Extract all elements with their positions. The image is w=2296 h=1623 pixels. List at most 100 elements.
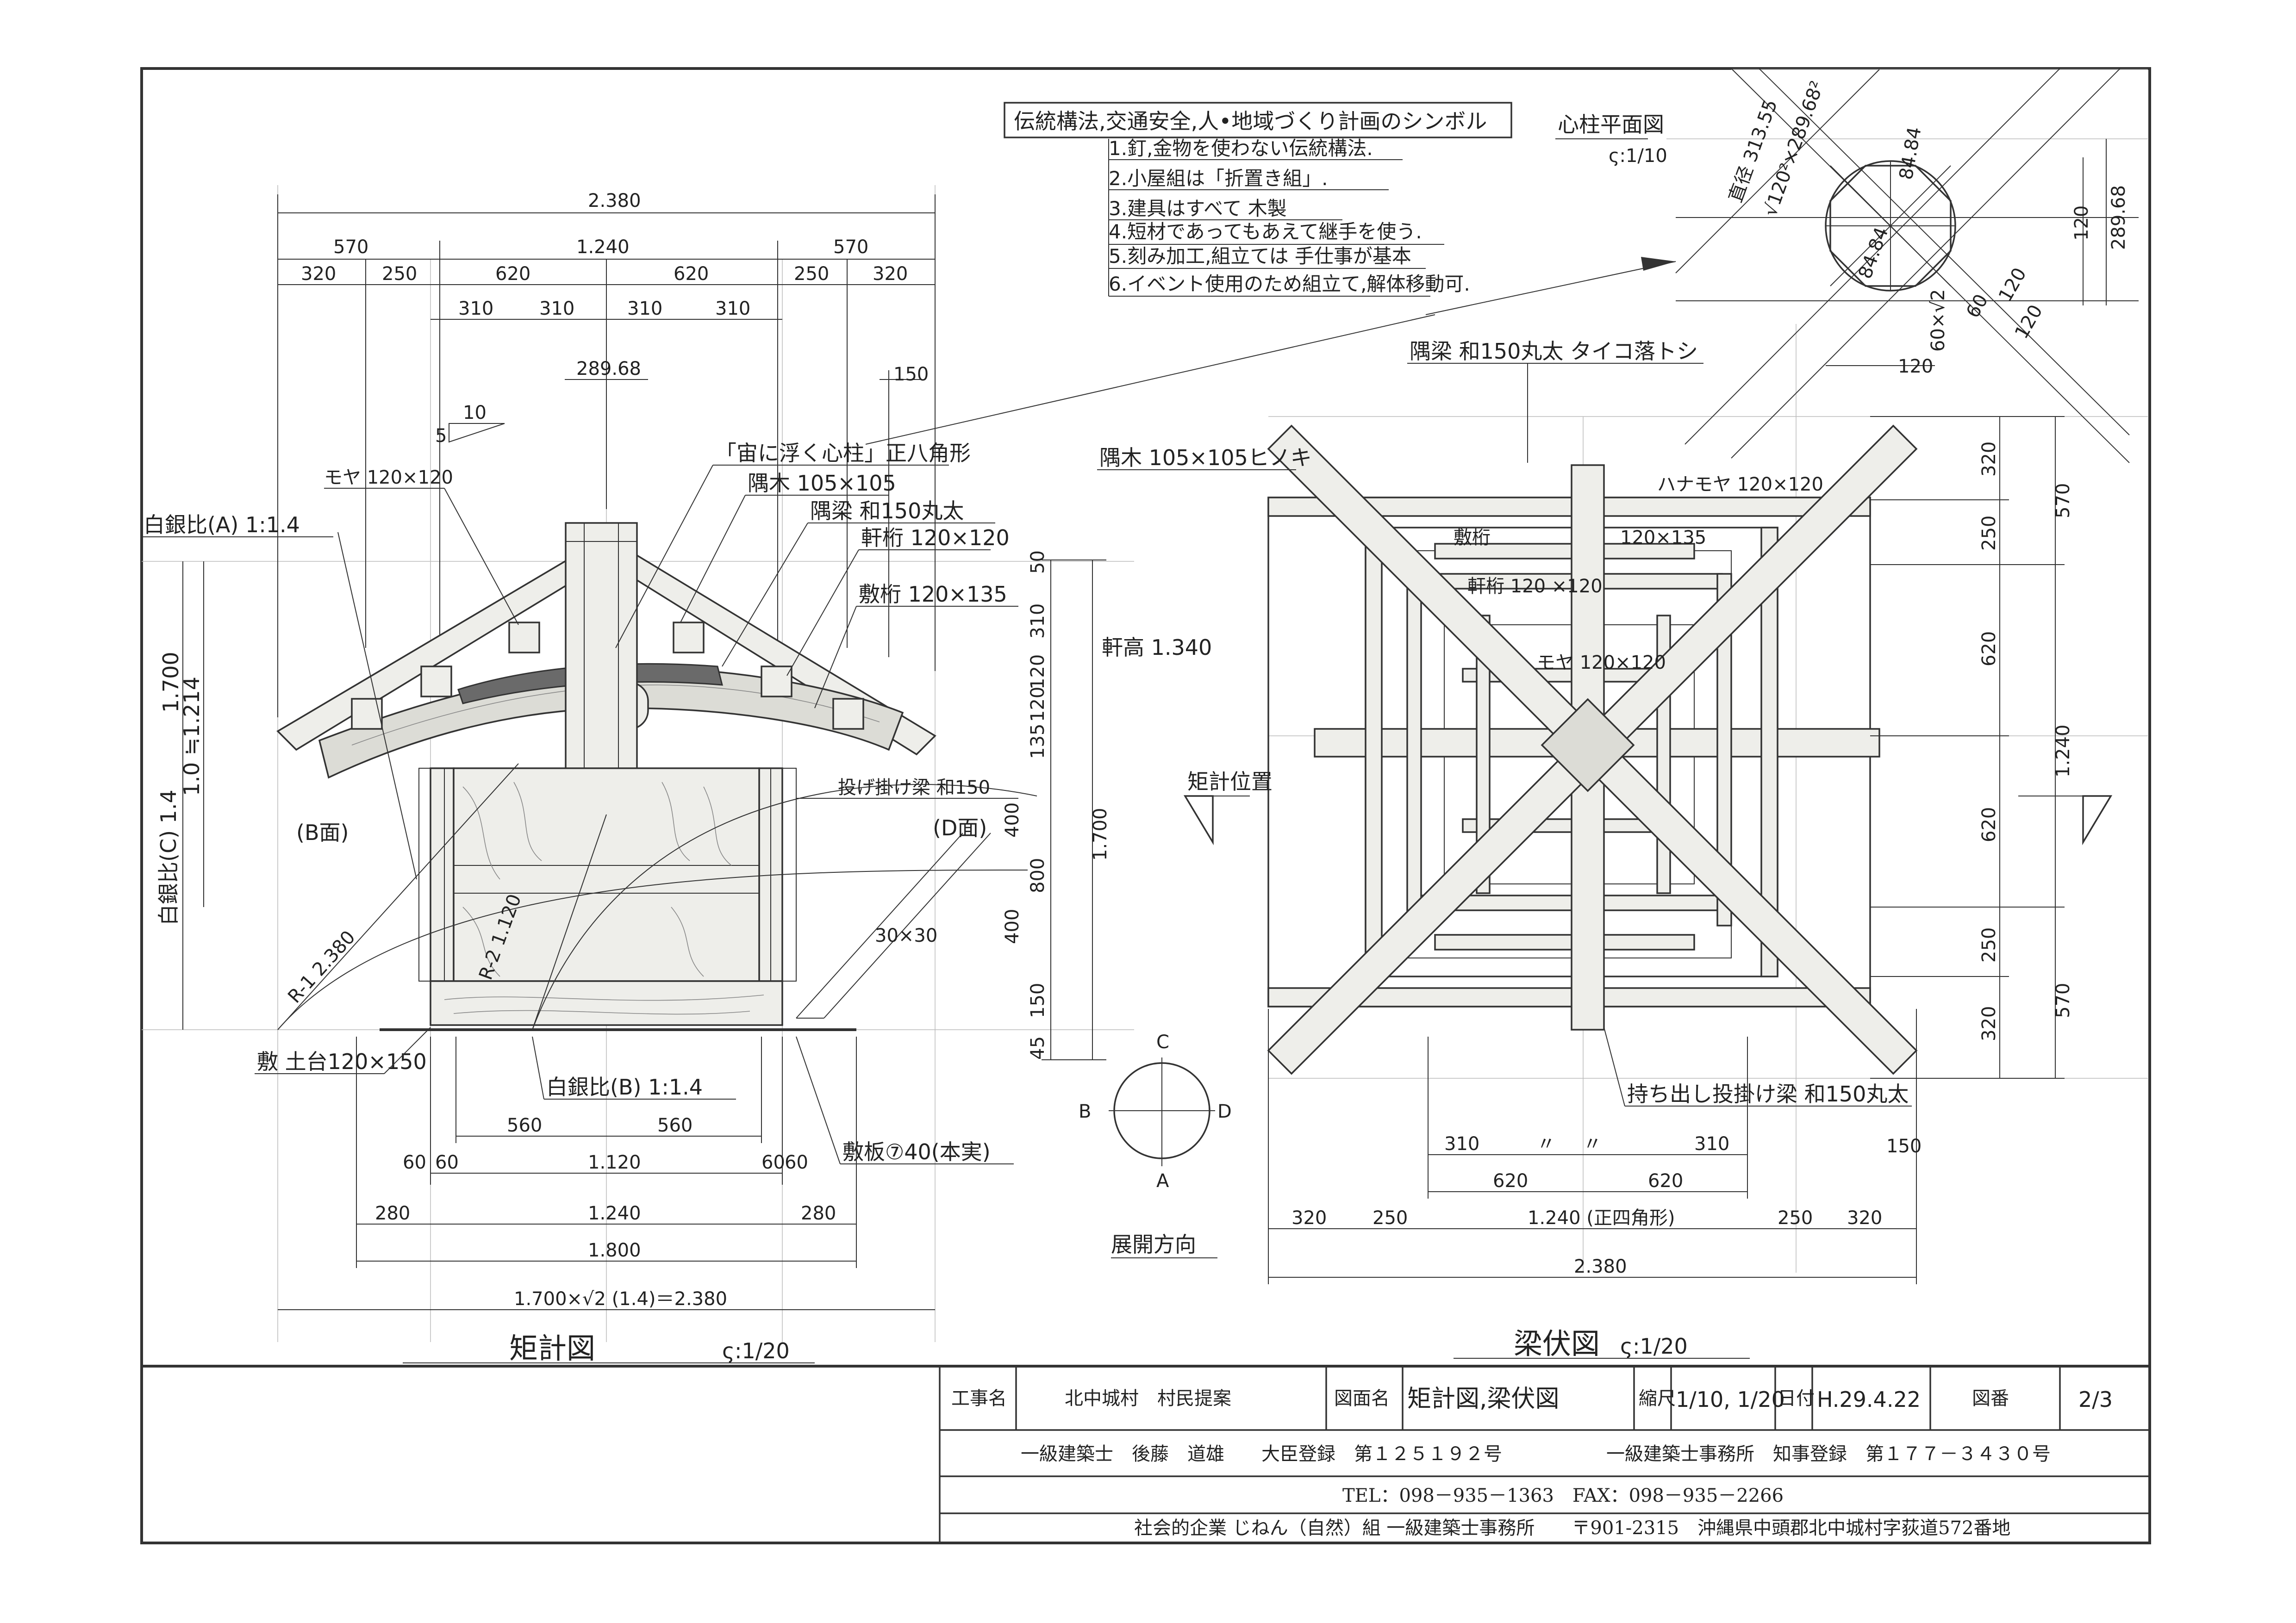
wall-infill [453, 767, 760, 982]
ratio-c: 白銀比(C) 1.4 [156, 790, 181, 926]
radius-arc-r1 [277, 870, 1028, 1030]
sec-bdim-60c: 60 [761, 1152, 785, 1173]
sec-dim-150: 150 [893, 364, 929, 385]
lbl-nokigeta: 軒桁 120×120 [861, 525, 1010, 550]
sec-rdim-400b: 400 [1002, 909, 1023, 944]
note-4: 4.短材であってもあえて継手を使う. [1109, 220, 1422, 243]
sec-bdim-280a: 280 [375, 1203, 410, 1224]
ratio-c-calc: 1.0 ≒1.214 [179, 677, 204, 796]
lbl-kanabakari: 矩計位置 [1187, 769, 1273, 794]
column-plan-d1: 84.84 [1896, 125, 1926, 181]
wall-left-post [430, 767, 455, 982]
sec-bdim-60d: 60 [785, 1152, 808, 1173]
plan-lbl-shikigeta: 敷桁 [1454, 527, 1491, 548]
orientation-b: B [1079, 1101, 1091, 1122]
shikigeta-bottom [1434, 934, 1695, 951]
plan-bdim-620a: 620 [1493, 1170, 1528, 1192]
tb-sheet-label: 図番 [1972, 1388, 2009, 1409]
column-plan-d2: 84.84 [1854, 224, 1892, 281]
plan-bdim-1240: 1.240 (正四角形) [1528, 1207, 1675, 1229]
sec-rdim-120a: 120 [1027, 654, 1048, 690]
sec-rdim-150: 150 [1027, 983, 1048, 1018]
sec-rdim-50: 50 [1027, 550, 1048, 574]
sec-dim-310c: 310 [627, 298, 662, 319]
sec-dim-320a: 320 [301, 263, 336, 285]
plan-rdim-320a: 320 [1978, 442, 2000, 477]
tb-drawing-label: 図面名 [1334, 1388, 1390, 1409]
lbl-nageire: 投げ掛け梁 和150 [838, 777, 990, 798]
plan-bdim-310b: 310 [1694, 1133, 1729, 1155]
note-3: 3.建具はすべて 木製 [1109, 197, 1287, 220]
lbl-shikigeta: 敷桁 120×135 [859, 582, 1007, 607]
column-plan-120a: 120 [2071, 205, 2092, 241]
plan-bdim-ditto-a: 〃 [1537, 1133, 1555, 1155]
plan-lbl-sumigi: 隅木 105×105ヒノキ [1099, 445, 1312, 470]
plan-lbl-nokigeta: 軒桁 120 ×120 [1467, 576, 1603, 597]
v-post-l2 [1406, 573, 1422, 927]
plan-rdim-1240: 1.240 [2053, 724, 2074, 777]
plan-lbl-moya: モヤ 120×120 [1537, 652, 1666, 673]
plan-bdim-310a: 310 [1444, 1133, 1479, 1155]
plan-bdim-250b: 250 [1778, 1207, 1813, 1229]
column-plan-60r2: 60×√2 [1928, 289, 1949, 352]
plan-rdim-570b: 570 [2053, 983, 2074, 1018]
lbl-shikiita: 敷板⑦40(本実) [842, 1139, 991, 1164]
plan-hub [1541, 698, 1635, 792]
lbl-r1: R-1 2.380 [284, 927, 360, 1007]
sec-bdim-1120: 1.120 [588, 1152, 641, 1173]
height-1700: 1.700 [158, 652, 183, 713]
nokigeta-right [761, 665, 792, 697]
sec-bdim-formula: 1.700×√2 (1.4)＝2.380 [514, 1288, 727, 1310]
tb-project: 北中城村 村民提案 [1065, 1388, 1231, 1409]
lbl-nokidaka: 軒高 1.340 [1102, 635, 1212, 660]
slope-5: 5 [435, 425, 447, 447]
note-1: 1.釘,金物を使わない伝統構法. [1109, 137, 1373, 160]
column-plan-120d: 120 [2011, 301, 2047, 342]
column-cap [565, 522, 637, 542]
sec-rdim-45: 45 [1027, 1036, 1048, 1060]
plan-title: 梁伏図 [1514, 1327, 1600, 1361]
sec-rdim-400a: 400 [1002, 802, 1023, 838]
plan-bdim-250a: 250 [1373, 1207, 1408, 1229]
left-jamb [418, 768, 431, 982]
note-2: 2.小屋組は「折置き組」. [1109, 167, 1328, 190]
section-view: 2.380 570 1.240 570 320 250 620 620 250 … [142, 190, 1212, 1365]
orientation-c: C [1156, 1032, 1169, 1053]
sec-rdim-800: 800 [1027, 858, 1048, 893]
v-post-l1 [1365, 527, 1383, 977]
tb-scale: 1/10, 1/20 [1676, 1387, 1785, 1412]
orientation-title: 展開方向 [1111, 1232, 1196, 1257]
nokigeta-top [1416, 573, 1723, 590]
plan-lbl-hanamoya: ハナモヤ 120×120 [1657, 474, 1823, 495]
tb-date: H.29.4.22 [1817, 1387, 1921, 1412]
tb-project-label: 工事名 [951, 1388, 1007, 1409]
sec-dim-1240: 1.240 [576, 236, 630, 258]
slope-triangle [449, 423, 505, 443]
sec-dim-620b: 620 [674, 263, 709, 285]
sec-bdim-560a: 560 [507, 1115, 542, 1136]
sec-bdim-280b: 280 [801, 1203, 836, 1224]
note-6: 6.イベント使用のため組立て,解体移動可. [1109, 273, 1470, 295]
lbl-moya: モヤ 120×120 [324, 467, 453, 488]
tb-tel: TEL：098－935－1363 FAX：098－935－2266 [1342, 1485, 1784, 1506]
plan-view: 矩計位置 隅梁 和150丸太 タイコ落トシ 隅木 105×105ヒノキ ハナモヤ… [1097, 339, 2113, 1361]
lbl-face-d: (D面) [933, 815, 987, 840]
plan-bdim-620b: 620 [1648, 1170, 1683, 1192]
plan-lbl-mochidashi: 持ち出し投掛け梁 和150丸太 [1627, 1082, 1909, 1107]
sill [430, 980, 783, 1026]
sec-dim-2380: 2.380 [588, 190, 641, 211]
sec-dim-320b: 320 [873, 263, 908, 285]
notes-title: 伝統構法,交通安全,人•地域づくり計画のシンボル [1014, 109, 1487, 134]
plan-lbl-shikigeta-size: 120×135 [1620, 527, 1706, 548]
section-title: 矩計図 [509, 1331, 595, 1365]
plan-rdim-320b: 320 [1978, 1006, 2000, 1041]
note-5: 5.刻み加工,組立ては 手仕事が基本 [1109, 245, 1411, 267]
orientation-a: A [1156, 1170, 1169, 1192]
column-plan-289: 289.68 [2108, 185, 2129, 250]
sheet-border [140, 67, 2151, 1544]
title-block: 工事名 北中城村 村民提案 図面名 矩計図,梁伏図 縮尺 1/10, 1/20 … [142, 1365, 2150, 1543]
column-plan-root: √120²×289.68² [1759, 78, 1828, 219]
slope-10: 10 [463, 402, 487, 423]
plan-bdim-320b: 320 [1847, 1207, 1882, 1229]
sec-rdim-135: 135 [1027, 724, 1048, 759]
